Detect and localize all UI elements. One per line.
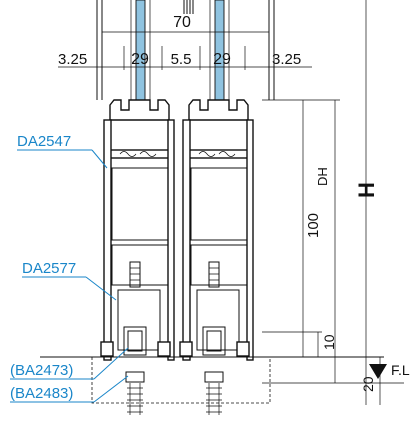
callout-ba2473: (BA2473) [10, 347, 129, 380]
floor-level-marker: F.L [369, 362, 410, 379]
left-sash-profile [100, 99, 175, 415]
floor-level-label: F.L [391, 362, 410, 378]
callout-da2547-label: DA2547 [17, 133, 71, 150]
dimension-row-2: 3.25 29 5.5 29 3.25 [58, 46, 312, 70]
dim-10-label: 10 [321, 334, 337, 350]
dim-dh-label: DH [315, 167, 330, 186]
right-sash-profile [179, 99, 254, 415]
top-rails [96, 0, 275, 100]
dim-20-label: 20 [360, 376, 376, 392]
callout-da2547: DA2547 [17, 133, 108, 169]
callout-ba2483: (BA2483) [10, 375, 129, 403]
dim-70-label: 70 [173, 14, 191, 31]
dim-edge-right: 3.25 [272, 51, 301, 68]
dim-100-label: 100 [305, 213, 322, 238]
callout-da2577: DA2577 [22, 260, 117, 301]
embed-outline [91, 356, 271, 404]
dimension-70: 70 [102, 14, 269, 33]
dim-h-label: H [354, 182, 379, 198]
vertical-dims: 100 DH H 10 20 [262, 0, 381, 405]
dim-glass-right: 29 [213, 51, 231, 68]
floor-triangle-icon [369, 364, 387, 379]
callout-ba2483-label: (BA2483) [10, 385, 73, 402]
dim-glass-left: 29 [131, 51, 149, 68]
callout-da2577-label: DA2577 [22, 260, 76, 277]
callout-ba2473-label: (BA2473) [10, 362, 73, 379]
dim-gap-middle: 5.5 [171, 51, 192, 68]
dim-edge-left: 3.25 [58, 51, 87, 68]
